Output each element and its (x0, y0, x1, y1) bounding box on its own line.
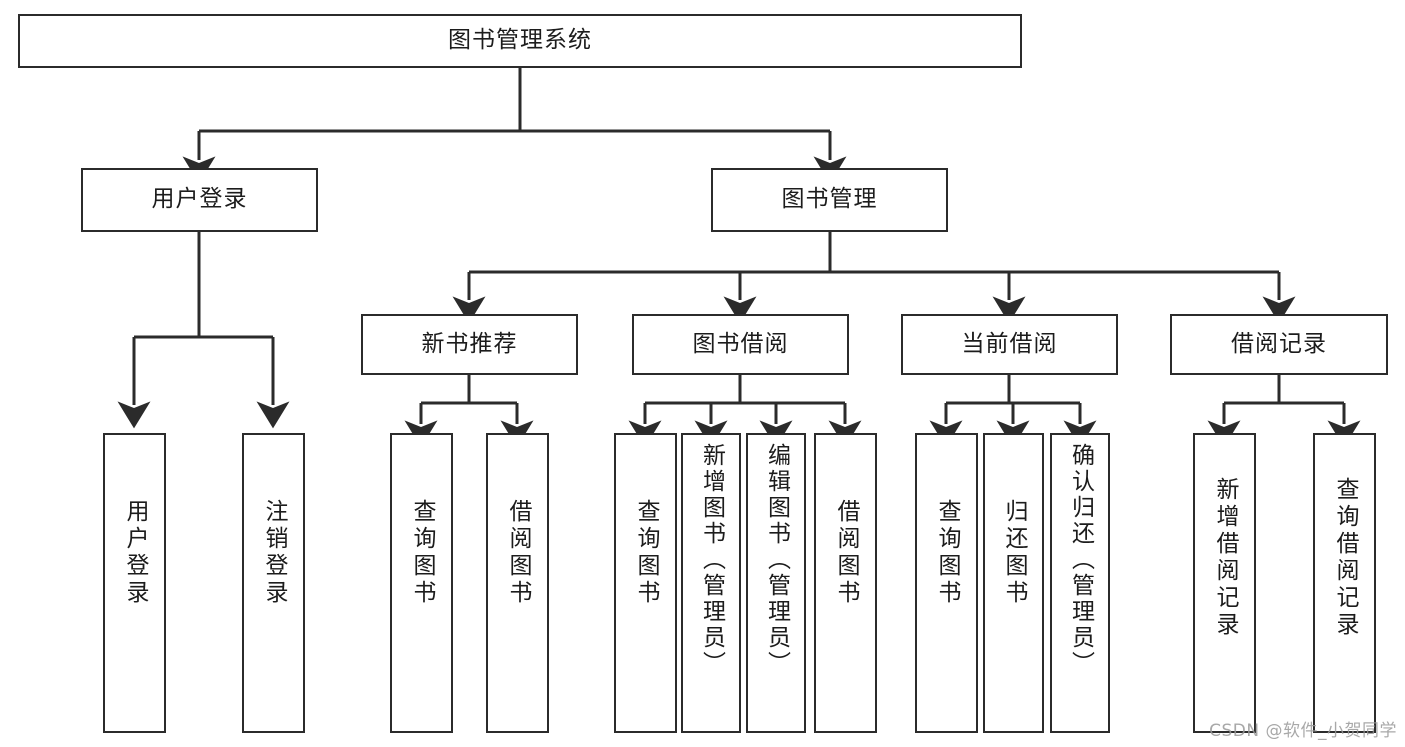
node-leaf-query-book-2-label: 查询图书 (633, 499, 659, 607)
node-leaf-borrow-book-2[interactable]: 借阅图书 (814, 433, 877, 733)
node-leaf-borrow-book-1[interactable]: 借阅图书 (486, 433, 549, 733)
node-leaf-add-book-label: 新增图书（管理员） (698, 443, 725, 677)
node-leaf-add-book[interactable]: 新增图书（管理员） (681, 433, 741, 733)
node-leaf-query-record[interactable]: 查询借阅记录 (1313, 433, 1376, 733)
node-leaf-confirm-return[interactable]: 确认归还（管理员） (1050, 433, 1110, 733)
node-current-borrow-label: 当前借阅 (961, 330, 1058, 357)
node-leaf-query-book-2[interactable]: 查询图书 (614, 433, 677, 733)
node-leaf-query-record-label: 查询借阅记录 (1332, 477, 1358, 639)
node-leaf-query-book-1[interactable]: 查询图书 (390, 433, 453, 733)
node-book-borrow-label: 图书借阅 (692, 330, 789, 357)
node-book-manage[interactable]: 图书管理 (711, 168, 948, 232)
node-user-login-label: 用户登录 (151, 186, 248, 213)
node-leaf-borrow-book-2-label: 借阅图书 (833, 499, 859, 607)
node-book-manage-label: 图书管理 (781, 186, 878, 213)
node-leaf-return-book[interactable]: 归还图书 (983, 433, 1044, 733)
node-new-book-recommend[interactable]: 新书推荐 (361, 314, 578, 375)
node-leaf-query-book-3[interactable]: 查询图书 (915, 433, 978, 733)
node-leaf-logout-label: 注销登录 (261, 499, 287, 607)
node-leaf-add-record[interactable]: 新增借阅记录 (1193, 433, 1256, 733)
node-leaf-add-record-label: 新增借阅记录 (1212, 477, 1238, 639)
node-leaf-query-book-1-label: 查询图书 (409, 499, 435, 607)
node-leaf-logout[interactable]: 注销登录 (242, 433, 305, 733)
node-leaf-return-book-label: 归还图书 (1001, 499, 1027, 607)
node-book-borrow[interactable]: 图书借阅 (632, 314, 849, 375)
node-root-label: 图书管理系统 (448, 27, 592, 54)
node-new-book-recommend-label: 新书推荐 (421, 330, 518, 357)
node-leaf-confirm-return-label: 确认归还（管理员） (1067, 443, 1094, 677)
node-leaf-edit-book[interactable]: 编辑图书（管理员） (746, 433, 806, 733)
node-leaf-user-login-label: 用户登录 (122, 499, 148, 607)
node-leaf-query-book-3-label: 查询图书 (934, 499, 960, 607)
node-borrow-record[interactable]: 借阅记录 (1170, 314, 1388, 375)
node-current-borrow[interactable]: 当前借阅 (901, 314, 1118, 375)
node-borrow-record-label: 借阅记录 (1231, 330, 1327, 357)
node-leaf-borrow-book-1-label: 借阅图书 (505, 499, 531, 607)
csdn-watermark: CSDN @软件_小贺同学 (1209, 721, 1397, 741)
node-root[interactable]: 图书管理系统 (18, 14, 1022, 68)
node-leaf-edit-book-label: 编辑图书（管理员） (763, 443, 790, 677)
node-user-login[interactable]: 用户登录 (81, 168, 318, 232)
node-leaf-user-login[interactable]: 用户登录 (103, 433, 166, 733)
